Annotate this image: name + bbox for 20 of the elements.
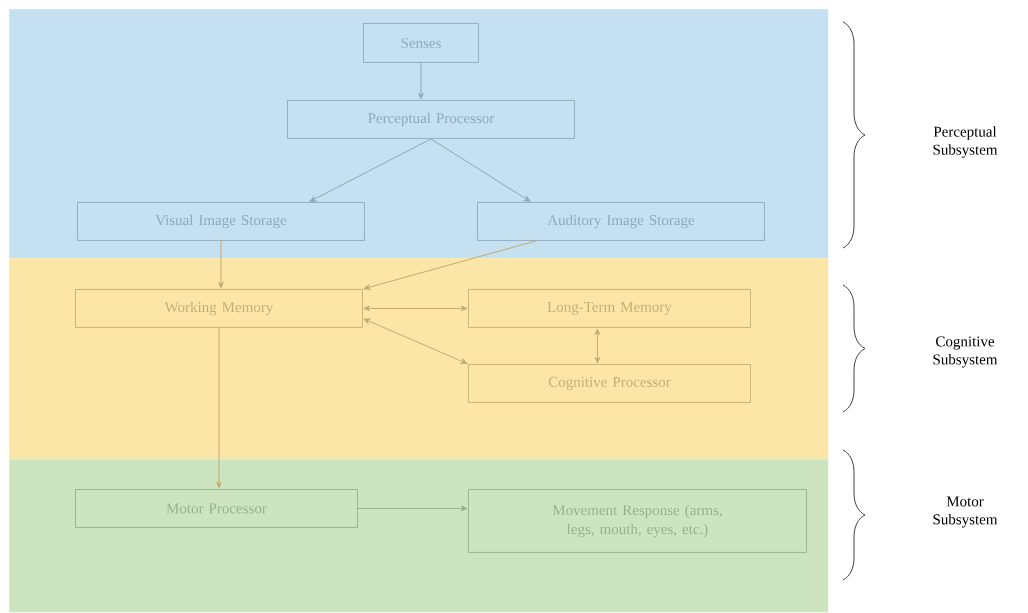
process-box: Perceptual Processor — [287, 100, 575, 139]
subsystem-label: Perceptual Subsystem — [933, 126, 998, 158]
process-box: Visual Image Storage — [77, 202, 365, 241]
arrow — [363, 240, 537, 290]
arrow — [363, 305, 468, 312]
process-box: Working Memory — [75, 289, 363, 328]
arrow — [430, 138, 531, 202]
subsystem-label: Cognitive Subsystem — [933, 336, 998, 368]
arrow — [418, 62, 424, 100]
process-box: Auditory Image Storage — [477, 202, 765, 241]
arrow — [218, 240, 224, 289]
subsystem-label: Motor Subsystem — [933, 496, 998, 528]
arrow — [363, 318, 468, 365]
arrow — [594, 328, 601, 364]
process-box: Long-Term Memory — [468, 289, 751, 328]
arrow — [216, 327, 222, 489]
arrow — [309, 138, 432, 202]
process-box: Cognitive Processor — [468, 364, 751, 403]
arrow — [357, 505, 468, 512]
process-box: Senses — [363, 23, 479, 63]
